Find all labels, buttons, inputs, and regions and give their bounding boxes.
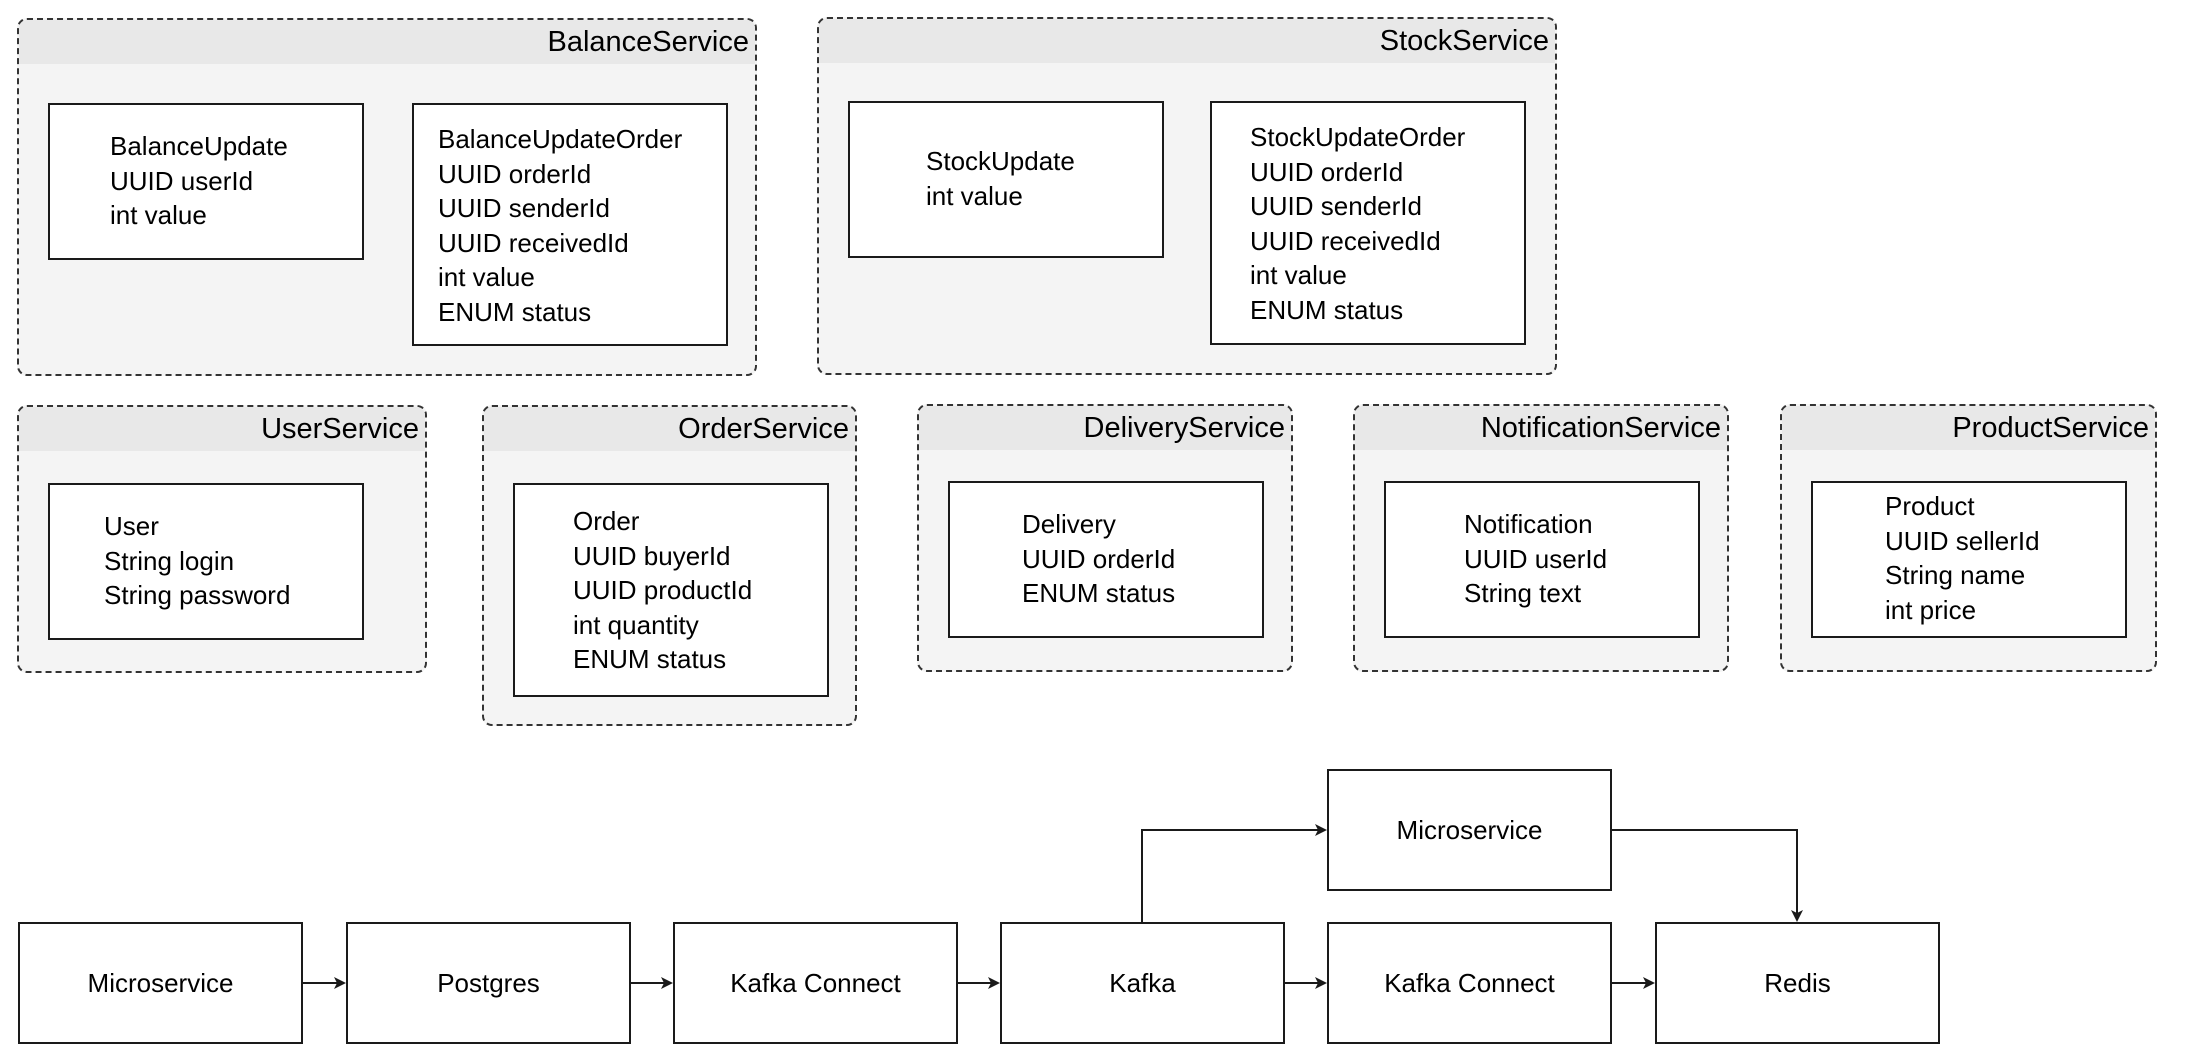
postgres-node: Postgres [346, 922, 631, 1044]
group-header [819, 19, 1555, 63]
user-entity: User String login String password [48, 483, 364, 640]
kafka-node: Kafka [1000, 922, 1285, 1044]
entity-field: String name [1885, 560, 2026, 590]
group-title: DeliveryService [1083, 412, 1285, 444]
arrow-kafka-to-microservice [1141, 824, 1327, 922]
entity-field: int quantity [573, 609, 699, 640]
redis-node: Redis [1655, 922, 1940, 1044]
entity-field: UUID senderId [438, 193, 610, 223]
entity-field: UUID orderId [1250, 156, 1404, 187]
entity-field: int value [1250, 260, 1347, 290]
entity-field: UUID productId [573, 575, 753, 605]
delivery-service-group: DeliveryService Delivery UUID orderId EN… [917, 404, 1293, 672]
balance-service-group: BalanceService BalanceUpdate UUID userId… [17, 18, 757, 376]
product-service-group: ProductService Product UUID sellerId Str… [1780, 404, 2157, 672]
group-title: NotificationService [1480, 412, 1721, 444]
entity-field: int price [1885, 594, 1977, 625]
entity-field: UUID userId [110, 165, 254, 196]
stock-update-entity: StockUpdate int value [848, 101, 1164, 258]
entity-name: Delivery [1022, 509, 1116, 539]
group-header [484, 407, 855, 451]
entity-field: int value [926, 180, 1023, 211]
entity-name: StockUpdateOrder [1250, 122, 1466, 152]
group-title: UserService [261, 413, 419, 445]
entity-name: Product [1885, 491, 1975, 521]
group-header [19, 407, 425, 451]
microservice-source-node: Microservice [18, 922, 303, 1044]
kafka-connect-sink-node: Kafka Connect [1327, 922, 1612, 1044]
user-service-group: UserService User String login String pas… [17, 405, 427, 673]
entity-field: String login [104, 545, 235, 576]
balance-update-order-entity: BalanceUpdateOrder UUID orderId UUID sen… [412, 103, 728, 346]
kafka-connect-source-node: Kafka Connect [673, 922, 958, 1044]
entity-field: UUID senderId [1250, 191, 1422, 221]
group-title: ProductService [1952, 412, 2149, 444]
entity-field: UUID sellerId [1885, 525, 2040, 556]
entity-name: Order [573, 506, 640, 536]
group-header [1782, 406, 2155, 450]
entity-field: String password [104, 580, 291, 610]
entity-field: ENUM status [1022, 578, 1176, 608]
entity-field: ENUM status [438, 296, 592, 327]
delivery-entity: Delivery UUID orderId ENUM status [948, 481, 1264, 638]
group-title: BalanceService [547, 26, 750, 58]
entity-name: BalanceUpdate [110, 131, 288, 161]
entity-name: User [104, 511, 159, 541]
group-title: StockService [1379, 25, 1549, 57]
entity-field: UUID orderId [438, 158, 592, 189]
entity-field: String text [1464, 578, 1582, 608]
order-service-group: OrderService Order UUID buyerId UUID pro… [482, 405, 857, 726]
entity-field: UUID userId [1464, 543, 1608, 574]
notification-entity: Notification UUID userId String text [1384, 481, 1700, 638]
arrow-microservice-to-redis [1612, 829, 1803, 922]
entity-field: ENUM status [573, 644, 727, 674]
group-header [19, 20, 755, 64]
entity-field: UUID receivedId [438, 227, 629, 258]
entity-name: BalanceUpdateOrder [438, 124, 683, 154]
microservice-consumer-node: Microservice [1327, 769, 1612, 891]
stock-update-order-entity: StockUpdateOrder UUID orderId UUID sende… [1210, 101, 1526, 345]
balance-update-entity: BalanceUpdate UUID userId int value [48, 103, 364, 260]
order-entity: Order UUID buyerId UUID productId int qu… [513, 483, 829, 697]
group-header [1355, 406, 1727, 450]
entity-field: int value [110, 200, 207, 230]
entity-field: UUID receivedId [1250, 225, 1441, 256]
group-header [919, 406, 1291, 450]
stock-service-group: StockService StockUpdate int value Stock… [817, 17, 1557, 375]
product-entity: Product UUID sellerId String name int pr… [1811, 481, 2127, 638]
notification-service-group: NotificationService Notification UUID us… [1353, 404, 1729, 672]
group-title: OrderService [678, 413, 849, 445]
entity-field: UUID buyerId [573, 540, 731, 571]
entity-name: Notification [1464, 509, 1593, 539]
entity-field: int value [438, 262, 535, 292]
entity-name: StockUpdate [926, 146, 1075, 176]
entity-field: ENUM status [1250, 294, 1404, 325]
entity-field: UUID orderId [1022, 543, 1176, 574]
